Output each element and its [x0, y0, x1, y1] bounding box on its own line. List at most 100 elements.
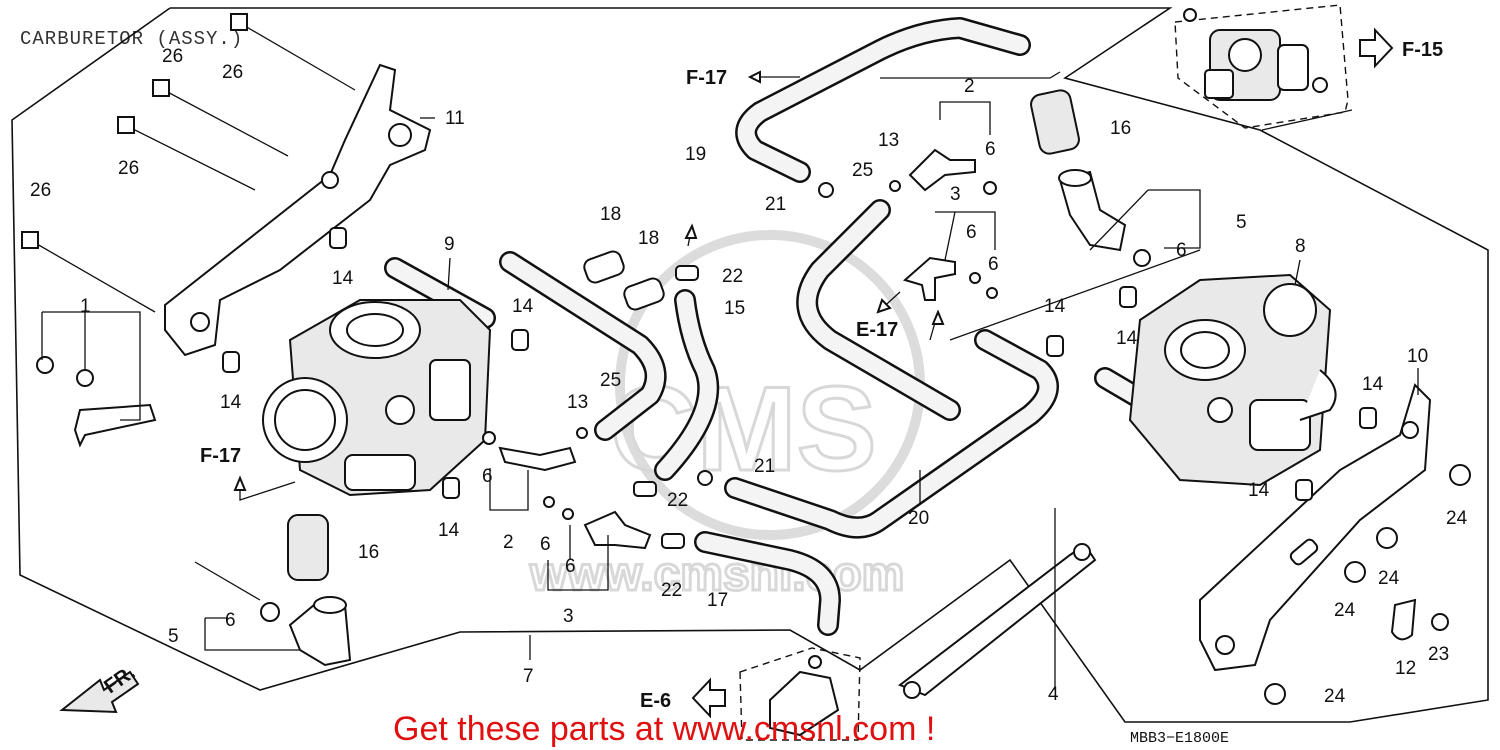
callout-14-g: 14 — [1362, 374, 1384, 395]
callout-6-e: 6 — [482, 466, 493, 487]
callout-25-bottom: 25 — [600, 370, 621, 391]
elbow-5-bottom — [288, 596, 352, 667]
leader-lines — [41, 71, 1419, 690]
callout-18-a: 18 — [600, 204, 621, 225]
screw-23 — [1431, 613, 1449, 631]
callout-2-top: 2 — [964, 76, 975, 97]
bolts-26 — [21, 13, 356, 313]
callout-22-c: 22 — [661, 580, 682, 601]
grommet-18-b — [623, 277, 665, 311]
promo-text[interactable]: Get these parts at www.cmsnl.com ! — [393, 710, 935, 748]
e17-ref-label: E-17 — [856, 319, 898, 341]
clip-21-b — [697, 470, 713, 486]
washer-6-c — [986, 287, 998, 299]
callout-17: 17 — [707, 590, 728, 611]
callout-6-h: 6 — [225, 610, 236, 631]
collar-14-c — [511, 329, 529, 351]
callout-14-b: 14 — [220, 392, 242, 413]
callout-14-a: 14 — [332, 268, 354, 289]
elbow-5-top — [1058, 169, 1127, 252]
collar-14-a — [329, 227, 347, 249]
washer-6-d — [1133, 249, 1151, 267]
callout-24-c: 24 — [1334, 600, 1356, 621]
callout-6-a: 6 — [985, 139, 996, 160]
callout-3-bottom: 3 — [563, 606, 574, 627]
clip-22-b — [633, 481, 657, 497]
clip-21-a — [818, 182, 834, 198]
callout-4: 4 — [1048, 684, 1059, 705]
hose-20 — [724, 329, 1059, 539]
callout-1: 1 — [80, 296, 91, 317]
callout-14-d: 14 — [438, 520, 460, 541]
joint-3-top — [902, 256, 956, 301]
callout-24-b: 24 — [1378, 568, 1400, 589]
nut-24-a — [1449, 464, 1471, 486]
callout-6-b: 6 — [966, 222, 977, 243]
washer-6-a — [983, 181, 997, 195]
nut-24-b — [1376, 527, 1398, 549]
hose-15 — [654, 289, 720, 481]
callout-26-a: 26 — [222, 62, 243, 83]
grommet-18-a — [583, 250, 625, 284]
bracket-11 — [164, 63, 432, 357]
collar-14-g — [1359, 407, 1377, 429]
f17-top-ref-label: F-17 — [686, 67, 727, 89]
callout-15: 15 — [724, 298, 745, 319]
callout-16-bottom: 16 — [358, 542, 379, 563]
washer-6-e — [482, 431, 496, 445]
washer-6-g — [562, 508, 574, 520]
callout-14-e: 14 — [1044, 296, 1066, 317]
callout-6-c: 6 — [988, 254, 999, 275]
callout-14-h: 14 — [1248, 480, 1270, 501]
washer-6-f — [543, 496, 555, 508]
washer-6-h — [260, 602, 280, 622]
callout-26-d: 26 — [30, 180, 51, 201]
f15-carburetor-icon — [1183, 8, 1328, 101]
watermark-url: www.cmsnl.com — [529, 548, 904, 601]
screws-1 — [36, 356, 157, 448]
callout-3-top: 3 — [950, 184, 961, 205]
bracket-10 — [1199, 383, 1432, 672]
joint-2-top — [908, 148, 976, 192]
collar-14-f — [1119, 286, 1137, 308]
f15-ref-label: F-15 — [1402, 39, 1443, 61]
callout-6-f: 6 — [540, 534, 551, 555]
callout-23: 23 — [1428, 644, 1449, 665]
assembly-outline — [11, 7, 1489, 723]
callout-labels: 1 2 2 3 3 4 5 5 6 6 6 6 6 6 6 6 7 8 9 10… — [30, 46, 1468, 707]
callout-19: 19 — [685, 144, 706, 165]
clip-22-a — [675, 265, 699, 281]
callout-21-bottom: 21 — [754, 456, 775, 477]
watermark: CMS www.cmsnl.com — [528, 230, 925, 603]
callout-18-b: 18 — [638, 228, 659, 249]
e6-ref-label: E-6 — [640, 690, 671, 712]
callout-11: 11 — [445, 108, 465, 129]
clamp-12 — [1390, 598, 1417, 641]
callout-13-bottom: 13 — [567, 392, 588, 413]
callout-12: 12 — [1395, 658, 1416, 679]
callout-7: 7 — [523, 666, 534, 687]
callout-24-a: 24 — [1446, 508, 1468, 529]
callout-14-c: 14 — [512, 296, 534, 317]
carburetor-front — [262, 299, 492, 497]
callout-22-a: 22 — [722, 266, 743, 287]
f15-detail-box — [1174, 4, 1349, 129]
callout-6-d: 6 — [1176, 240, 1187, 261]
callout-26-b: 26 — [162, 46, 183, 67]
collar-14-b — [222, 351, 240, 373]
diagram-title: CARBURETOR (ASSY.) — [20, 28, 243, 50]
callout-6-g: 6 — [565, 556, 576, 577]
collar-14-h — [1295, 479, 1313, 501]
callout-9: 9 — [444, 234, 455, 255]
e6-detail-box — [739, 647, 861, 741]
clip-13-b — [576, 427, 588, 439]
callout-20: 20 — [908, 508, 929, 529]
e6-arrow-icon — [691, 677, 726, 719]
callout-16-top: 16 — [1110, 118, 1131, 139]
callout-14-f: 14 — [1116, 328, 1138, 349]
hose-25-right — [796, 199, 961, 421]
front-direction-arrow: FR. — [59, 662, 140, 714]
f17-left-ref-label: F-17 — [200, 445, 241, 467]
washer-6-b — [969, 272, 981, 284]
